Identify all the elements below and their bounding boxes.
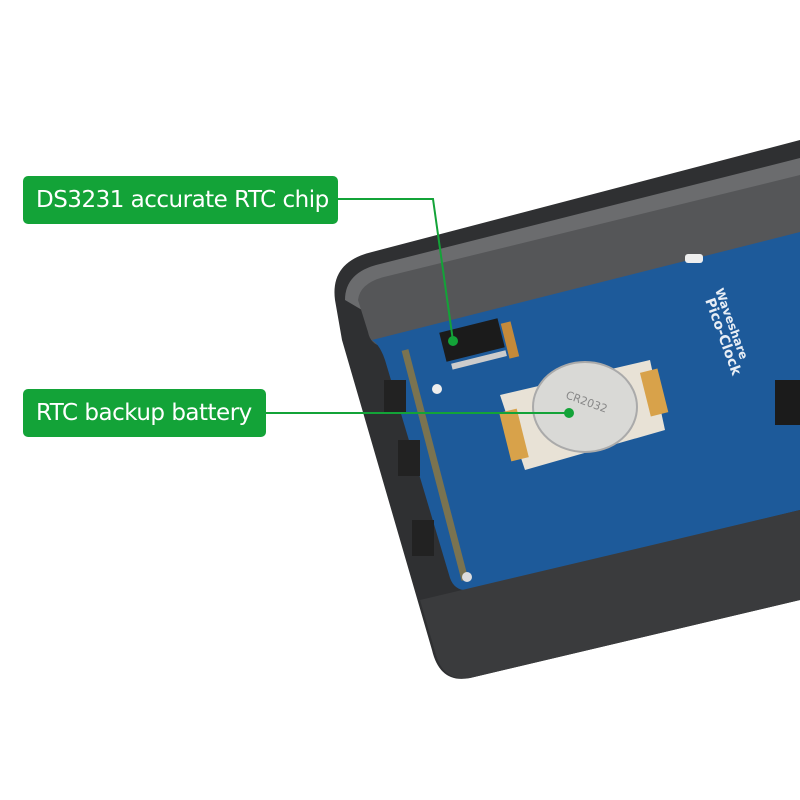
- callout-backup-battery: RTC backup battery: [23, 389, 266, 437]
- side-button: [398, 440, 420, 476]
- case-inner-wall: [358, 175, 800, 347]
- header-pins: [401, 349, 469, 581]
- side-button: [384, 380, 406, 412]
- pcb-mount-hole: [432, 384, 442, 394]
- pcb-mount-hole: [462, 572, 472, 582]
- pcb-led: [685, 254, 703, 263]
- ic-chip: [775, 380, 800, 425]
- case-front: [420, 510, 800, 679]
- side-button: [412, 520, 434, 556]
- callout-rtc-chip: DS3231 accurate RTC chip: [23, 176, 338, 224]
- rtc-chip: [439, 318, 520, 370]
